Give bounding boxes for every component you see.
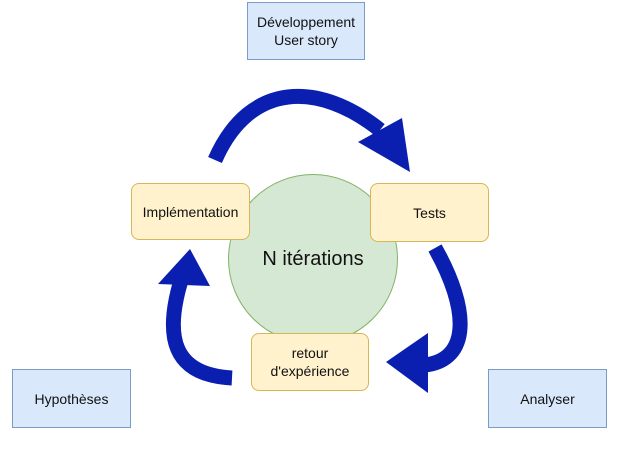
arrowhead-left xyxy=(158,249,210,286)
arrowhead-right xyxy=(386,333,428,393)
developpement-label: Développement xyxy=(256,14,356,30)
implementation-label: Implémentation xyxy=(142,203,239,220)
hypotheses-box: Hypothèses xyxy=(12,369,131,428)
arrow-right xyxy=(423,244,468,373)
user-story-label: User story xyxy=(274,32,338,48)
tests-label: Tests xyxy=(413,204,446,221)
analyser-box: Analyser xyxy=(488,369,607,428)
iterations-label: N itérations xyxy=(262,247,364,270)
developpement-box: Développement User story xyxy=(247,2,365,60)
retour-experience-box: retour d'expérience xyxy=(251,333,369,391)
retour-label: retour xyxy=(291,345,329,361)
experience-label: d'expérience xyxy=(270,363,350,379)
tests-box: Tests xyxy=(370,183,489,242)
implementation-box: Implémentation xyxy=(131,183,250,240)
arrow-left xyxy=(165,265,233,386)
hypotheses-label: Hypothèses xyxy=(34,390,109,407)
arrowhead-top xyxy=(358,118,410,172)
iterations-circle: N itérations xyxy=(228,174,398,344)
arrow-top xyxy=(208,88,385,164)
analyser-label: Analyser xyxy=(520,390,575,407)
